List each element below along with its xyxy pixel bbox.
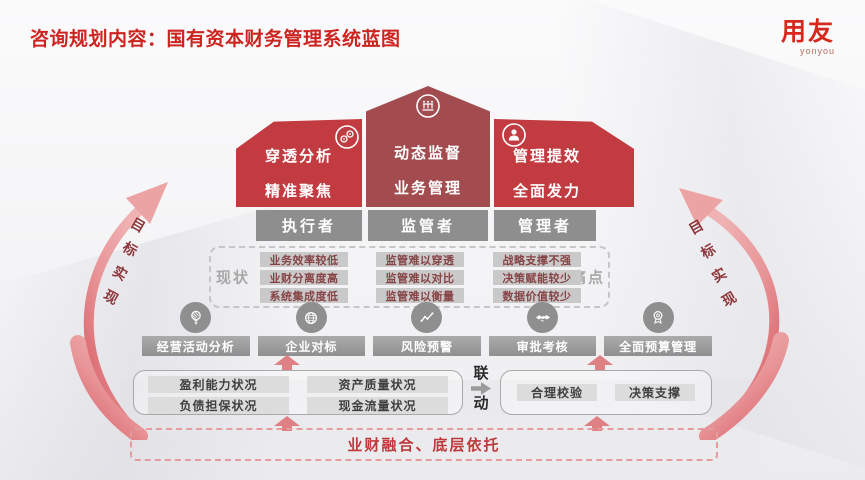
status-item: 监管难以衡量 [376,288,464,303]
yonyou-logo-subtext: yonyou [799,46,835,56]
status-item: 系统集成度低 [260,288,348,303]
status-item: 业财分离度高 [260,270,348,285]
roof-right-line2: 全面发力 [512,183,581,200]
right-arrow-icon [471,382,491,395]
capability-label: 全面预算管理 [604,336,712,356]
yonyou-logo-text: 用友 [780,18,835,46]
roof-center-line2: 业务管理 [393,180,462,197]
linkage-char-top: 联 [473,365,489,382]
status-item: 数据价值较少 [493,288,581,303]
capability-label: 风险预警 [373,336,481,356]
roof-right-line1: 管理提效 [512,148,581,165]
linkage-connector: 联 动 [467,366,495,411]
trend-chart-icon [411,302,443,333]
roof-center-line1: 动态监督 [393,145,462,162]
capability-risk-warning: 风险预警 [373,302,481,356]
gears-icon [335,125,359,149]
up-arrow-icon [584,416,610,431]
globe-icon [295,302,327,333]
capability-label: 企业对标 [257,336,366,356]
roof-left-line1: 穿透分析 [264,148,333,165]
capability-label: 经营活动分析 [142,336,250,356]
page-title: 咨询规划内容：国有资本财务管理系统蓝图 [30,29,401,50]
roof-left-line2: 精准聚焦 [264,183,333,200]
up-arrow-icon [274,416,300,431]
decision-pill: 合理校验 [517,384,597,401]
decision-support-box: 合理校验 决策支撑 [500,370,712,415]
manager-icon [502,123,526,147]
roof-management-efficiency: 管理提效 全面发力 [494,119,634,207]
foundation-banner: 业财融合、底层依托 [130,428,718,461]
role-bar-executor: 执行者 [256,210,362,241]
handshake-icon [527,302,559,333]
capability-approval-assessment: 审批考核 [488,302,597,356]
medal-icon [642,302,674,333]
capability-operating-analysis: 经营活动分析 [142,302,250,356]
bank-icon [416,94,440,118]
up-arrow-icon [274,355,300,370]
status-item: 监管难以对比 [376,270,464,285]
decision-pill: 决策支撑 [615,384,695,401]
status-column-business: 业务效率较低 业财分离度高 系统集成度低 [260,252,348,303]
role-bar-manager: 管理者 [494,210,596,241]
lightbulb-icon [180,302,212,333]
finance-pill: 负债担保状况 [148,397,289,414]
status-column-strategy: 战略支撑不强 决策赋能较少 数据价值较少 [493,252,581,303]
status-painpoint-panel: 现状 痛点 业务效率较低 业财分离度高 系统集成度低 监管难以穿透 监管难以对比… [209,246,610,308]
status-item: 监管难以穿透 [376,252,464,267]
linkage-char-bottom: 动 [473,395,489,412]
finance-pill: 资产质量状况 [307,376,448,393]
status-column-supervision: 监管难以穿透 监管难以对比 监管难以衡量 [376,252,464,303]
goal-curve-arrow-right [679,188,789,440]
capability-budget-management: 全面预算管理 [604,302,712,356]
goal-curve-arrow-left [70,182,168,440]
status-item: 业务效率较低 [260,252,348,267]
status-item: 战略支撑不强 [493,252,581,267]
yonyou-logo: 用友 yonyou [781,20,835,56]
roof-dynamic-supervision: 动态监督 业务管理 [366,86,490,207]
status-label: 现状 [216,269,251,287]
roof-penetrating-analysis: 穿透分析 精准聚焦 [236,119,362,207]
capability-label: 审批考核 [488,336,597,356]
capability-row: 经营活动分析 企业对标 风险预警 [142,302,712,356]
capability-benchmarking: 企业对标 [257,302,366,356]
finance-pill: 盈利能力状况 [148,376,289,393]
status-item: 决策赋能较少 [493,270,581,285]
finance-status-box: 盈利能力状况 资产质量状况 负债担保状况 现金流量状况 [133,370,463,415]
finance-pill: 现金流量状况 [307,397,448,414]
role-bar-supervisor: 监管者 [368,210,488,241]
up-arrow-icon [587,355,613,370]
